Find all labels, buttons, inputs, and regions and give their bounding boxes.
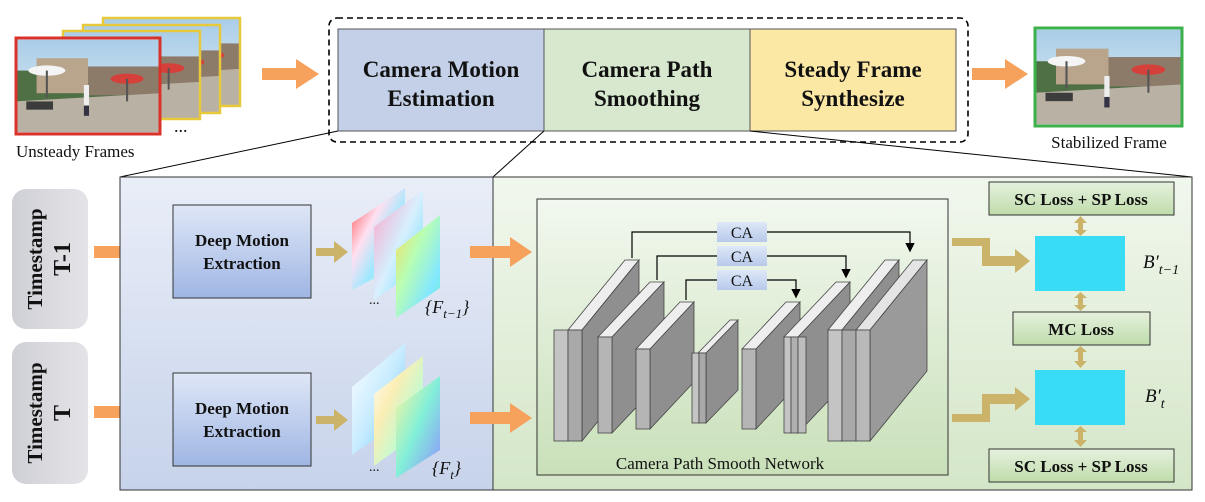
optical-flow-stack-prev <box>352 188 440 318</box>
output-prev-box <box>1035 236 1125 291</box>
timestamp-box-cur <box>12 342 88 484</box>
stage-camera-path-smoothing <box>543 28 751 132</box>
loss-box-bottom <box>988 448 1175 483</box>
arrow-network-to-output-cur <box>952 387 1030 422</box>
ca-label-2: CA <box>731 249 754 266</box>
stage-1-line2: Estimation <box>387 86 495 111</box>
network-caption: Camera Path Smooth Network <box>616 454 825 473</box>
network-layers <box>553 258 928 443</box>
deep-motion-extraction-prev <box>172 204 312 299</box>
timestamp-box-prev <box>12 189 88 329</box>
flow-prev-ellipsis: ... <box>369 293 380 308</box>
dme-cur-line1: Deep Motion <box>195 399 290 418</box>
flow-cur-label: {Ft} <box>432 458 462 482</box>
output-cur-box <box>1035 370 1125 425</box>
unsteady-frames-caption: Unsteady Frames <box>16 142 135 161</box>
dme-cur-line2: Extraction <box>203 422 281 441</box>
timestamp-prev-word: Timestamp <box>23 208 47 309</box>
stabilized-frame-image <box>1033 26 1184 128</box>
output-prev-label: B′t−1 <box>1143 252 1179 278</box>
arrow-dme-cur-to-flow <box>316 409 348 431</box>
loss-bottom-label: SC Loss + SP Loss <box>1014 457 1148 476</box>
stabilized-frame-caption: Stabilized Frame <box>1051 133 1167 152</box>
stage-steady-frame-synthesize <box>749 28 957 132</box>
ca-label-1: CA <box>731 225 754 242</box>
flow-cur-ellipsis: ... <box>369 460 380 475</box>
loss-box-middle <box>1012 311 1151 346</box>
ca-box-2 <box>717 246 767 266</box>
pipeline-dashed-box <box>328 17 969 143</box>
stage-2-line2: Smoothing <box>594 86 701 111</box>
loss-top-label: SC Loss + SP Loss <box>1014 190 1148 209</box>
flow-prev-label: {Ft−1} <box>425 297 470 321</box>
deep-motion-extraction-cur <box>172 372 312 467</box>
arrow-input-to-pipeline <box>262 59 319 89</box>
stage-1-line1: Camera Motion <box>363 57 520 82</box>
zoom-line-right <box>749 130 1193 178</box>
frames-ellipsis: ... <box>174 116 188 136</box>
stage-3-line1: Steady Frame <box>784 57 921 82</box>
timestamp-prev-id: T-1 <box>50 242 76 276</box>
timestamp-cur-word: Timestamp <box>23 362 47 463</box>
dme-prev-line1: Deep Motion <box>195 231 290 250</box>
arrow-flow-cur-to-network <box>470 403 532 433</box>
arrow-network-to-output-prev <box>952 238 1030 273</box>
stage-3-line2: Synthesize <box>801 86 905 111</box>
arrow-flow-prev-to-network <box>470 237 532 267</box>
stage-2-line1: Camera Path <box>582 57 713 82</box>
zoom-line-middle <box>492 130 545 178</box>
zoom-line-left <box>119 130 339 178</box>
loss-connectors <box>1074 216 1087 447</box>
output-cur-label: B′t <box>1145 386 1166 412</box>
ca-box-3 <box>717 270 767 290</box>
arrow-pipeline-to-output <box>972 59 1028 89</box>
unsteady-frames-stack <box>14 16 242 136</box>
optical-flow-stack-cur <box>352 343 440 478</box>
loss-middle-label: MC Loss <box>1048 320 1114 339</box>
dme-prev-line2: Extraction <box>203 254 281 273</box>
timestamp-cur-id: T <box>50 405 76 421</box>
ca-label-3: CA <box>731 273 754 290</box>
arrow-dme-prev-to-flow <box>316 241 348 263</box>
ca-box-1 <box>717 222 767 242</box>
loss-box-top <box>988 181 1175 216</box>
